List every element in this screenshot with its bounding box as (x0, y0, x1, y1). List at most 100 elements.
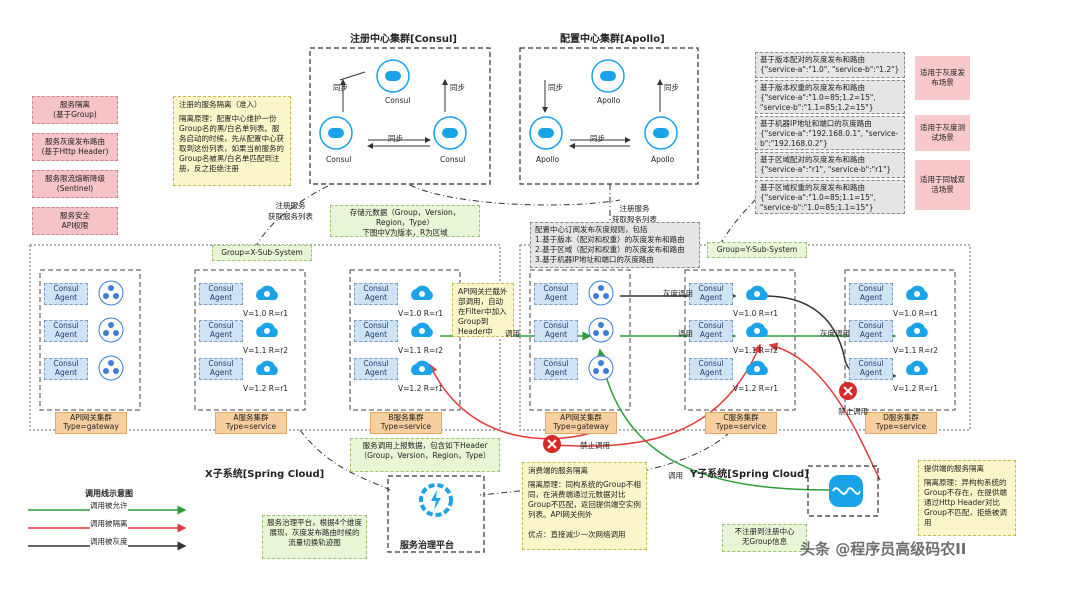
apollo-node-label: Apollo (536, 155, 560, 164)
cluster-name-label: B服务集群 (370, 412, 442, 434)
apollo-node-label: Apollo (651, 155, 675, 164)
isolation-note-body: 隔离原理：配置中心维护一份Group名的黑/白名单列表。服务启动的时候，先从配置… (179, 114, 284, 173)
service-node-icon (253, 280, 281, 310)
cluster-type-label: Type=service (875, 422, 927, 431)
isolation-note-title: 注册的服务隔离（准入） (179, 100, 262, 109)
apollo-node-icon (528, 115, 564, 155)
consul-agent-box: Consul Agent (199, 320, 243, 342)
call-label: 调用 (678, 329, 693, 338)
sync-label: 同步 (333, 83, 348, 92)
forbid-call-label: 禁止调用 (580, 441, 610, 450)
sync-label: 同步 (388, 134, 403, 143)
consul-agent-box: Consul Agent (44, 320, 88, 342)
consul-agent-box: Consul Agent (534, 320, 578, 342)
forbid-icon (838, 381, 858, 405)
consul-node-icon (375, 58, 411, 98)
consul-node-icon (432, 115, 468, 155)
no-register-note: 不注册到注册中心 无Group信息 (722, 524, 807, 552)
version-region-label: V=1.1 R=r2 (733, 346, 779, 355)
service-node-icon (743, 280, 771, 310)
gateway-node-icon (98, 317, 124, 347)
gateway-node-icon (98, 355, 124, 385)
legend-title: 调用线示意图 (85, 489, 133, 498)
version-region-label: V=1.2 R=r1 (893, 384, 939, 393)
provider-isolation-note: 提供端的服务隔离 隔离原理：异构构系统的Group不存在，在提供端通过Http … (918, 460, 1016, 536)
cluster-name-label: A服务集群 (215, 412, 287, 434)
rule-version-pair: 基于版本配对的灰度发布和路由 {"service-a":"1.0", "serv… (755, 52, 905, 78)
apollo-cluster-frame (519, 47, 699, 185)
isolation-note: 注册的服务隔离（准入） 隔离原理：配置中心维护一份Group名的黑/白名单列表。… (173, 96, 291, 186)
version-region-label: V=1.1 R=r2 (398, 346, 444, 355)
governance-note: 服务治理平台，根据4个维度展现，灰度发布路由时候的流量切换轨迹图 (262, 515, 367, 559)
consul-agent-box: Consul Agent (849, 283, 893, 305)
gateway-intercept-note: API网关拦截外部调用，自动在Filter中加入Group到Header中 (452, 283, 514, 337)
consul-cluster-title: 注册中心集群[Consul] (350, 34, 457, 45)
apollo-cluster-title: 配置中心集群[Apollo] (560, 34, 665, 45)
tag-sentinel: 服务限流熔断降级 (Sentinel) (32, 170, 118, 198)
provider-isolation-body: 隔离原理：异构构系统的Group不存在，在提供端通过Http Header对比G… (924, 478, 1007, 527)
provider-isolation-title: 提供端的服务隔离 (924, 464, 984, 473)
governance-title: 服务治理平台 (400, 541, 455, 551)
consul-agent-box: Consul Agent (849, 320, 893, 342)
service-node-icon (743, 355, 771, 385)
register-right-label: 注册服务 获取服务列表 (612, 204, 657, 224)
call-label: 调用 (668, 471, 683, 480)
cluster-name-label: C服务集群 (705, 412, 777, 434)
consul-node-icon (318, 115, 354, 155)
version-region-label: V=1.0 R=r1 (893, 309, 939, 318)
governance-icon (418, 482, 454, 522)
consul-agent-box: Consul Agent (199, 358, 243, 380)
scenario-gray-release: 适用于灰度发布场景 (915, 56, 970, 100)
consul-agent-box: Consul Agent (689, 283, 733, 305)
consul-agent-box: Consul Agent (689, 320, 733, 342)
apollo-node-icon (590, 58, 626, 98)
rule-region-weight: 基于区域权重的灰度发布和路由 {"service-a":"1.0=85;1.1=… (755, 180, 905, 214)
tag-service-isolation: 服务隔离 (基于Group) (32, 96, 118, 124)
legend-gray: 调用被灰度 (90, 536, 128, 547)
watermark: 头条 @程序员高级码农II (800, 540, 967, 558)
tag-gray-routing: 服务灰度发布路由 (基于Http Header) (32, 133, 118, 161)
legend-allow: 调用被允许 (90, 500, 128, 511)
x-system-title: X子系统[Spring Cloud] (205, 469, 325, 480)
service-node-icon (903, 355, 931, 385)
consumer-isolation-title: 消费端的服务隔离 (528, 466, 588, 475)
version-region-label: V=1.2 R=r1 (733, 384, 779, 393)
cluster-name-label: D服务集群 (865, 412, 937, 434)
apollo-node-label: Apollo (597, 96, 621, 105)
rule-region-pair: 基于区域配对的灰度发布和路由 {"service-a":"r1", "servi… (755, 152, 905, 178)
version-region-label: V=1.0 R=r1 (733, 309, 779, 318)
rule-ip-port: 基于机器IP地址和端口的灰度路由 {"service-a":"192.168.0… (755, 116, 905, 150)
gray-call-label: 灰度调用 (820, 329, 850, 338)
consul-node-label: Consul (385, 96, 411, 105)
version-region-label: V=1.0 R=r1 (398, 309, 444, 318)
forbid-call-label: 禁止调用 (838, 407, 868, 416)
tag-api-security: 服务安全 API权限 (32, 207, 118, 235)
scenario-gray-test: 适用于灰度测试场景 (915, 115, 970, 151)
consumer-isolation-note: 消费端的服务隔离 隔离原理：同构系统的Group不相同，在消费端通过元数据对比G… (522, 462, 647, 550)
version-region-label: V=1.2 R=r1 (243, 384, 289, 393)
gateway-node-icon (588, 280, 614, 310)
sync-label: 同步 (450, 83, 465, 92)
service-node-icon (253, 317, 281, 347)
wave-node-icon (828, 474, 864, 512)
version-region-label: V=1.1 R=r2 (243, 346, 289, 355)
sync-label: 同步 (664, 83, 679, 92)
consul-cluster-frame (309, 47, 491, 185)
gateway-node-icon (98, 280, 124, 310)
consul-agent-box: Consul Agent (534, 283, 578, 305)
consul-node-label: Consul (326, 155, 352, 164)
gateway-node-icon (588, 317, 614, 347)
service-node-icon (903, 317, 931, 347)
version-region-label: V=1.0 R=r1 (243, 309, 289, 318)
consul-agent-box: Consul Agent (689, 358, 733, 380)
cluster-type-label: Type=gateway (63, 422, 119, 431)
header-note: 服务调用上报数据，包含如下Header（Group，Version，Region… (350, 438, 500, 472)
gateway-node-icon (588, 355, 614, 385)
consumer-isolation-body: 隔离原理：同构系统的Group不相同，在消费端通过元数据对比Group不匹配，返… (528, 480, 641, 539)
consul-agent-box: Consul Agent (44, 358, 88, 380)
rule-version-weight: 基于版本权重的灰度发布和路由 {"service-a":"1.0=85;1.2=… (755, 80, 905, 114)
cluster-name-label: API网关集群 (545, 412, 617, 434)
cluster-name-label: API网关集群 (55, 412, 127, 434)
cluster-type-label: Type=gateway (553, 422, 609, 431)
register-left-label: 注册服务 获取服务列表 (268, 201, 313, 221)
